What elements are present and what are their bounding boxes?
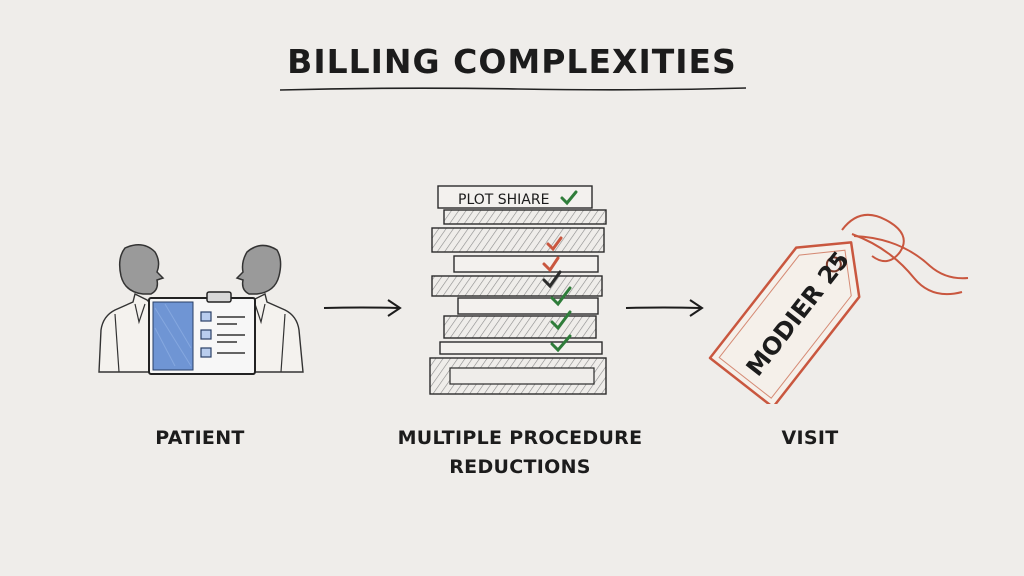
- arrow-right-icon: [323, 299, 402, 317]
- title-underline: [279, 87, 747, 91]
- tag-string: [841, 213, 969, 296]
- stack-top-label: PLOT SHIARE: [458, 192, 549, 208]
- step-label-visit: VISIT: [781, 427, 839, 449]
- clipboard: [148, 291, 256, 375]
- diagram-title: BILLING COMPLEXITIES: [287, 42, 737, 81]
- document-stack-icon: PLOT SHIARE: [429, 185, 607, 395]
- step-label-patient: PATIENT: [155, 427, 245, 449]
- reductions-label-line2: REDUCTIONS: [449, 456, 591, 478]
- doctors-clipboard-icon: [98, 244, 304, 375]
- arrow-right-icon: [625, 299, 704, 317]
- check-marks: [542, 190, 578, 353]
- step-label-reductions: MULTIPLE PROCEDURE REDUCTIONS: [380, 424, 660, 482]
- tag-hole: [825, 256, 842, 273]
- price-tag-icon: MODIER 25: [708, 213, 969, 404]
- reductions-label-line1: MULTIPLE PROCEDURE: [397, 427, 643, 449]
- tag-body: [708, 241, 861, 404]
